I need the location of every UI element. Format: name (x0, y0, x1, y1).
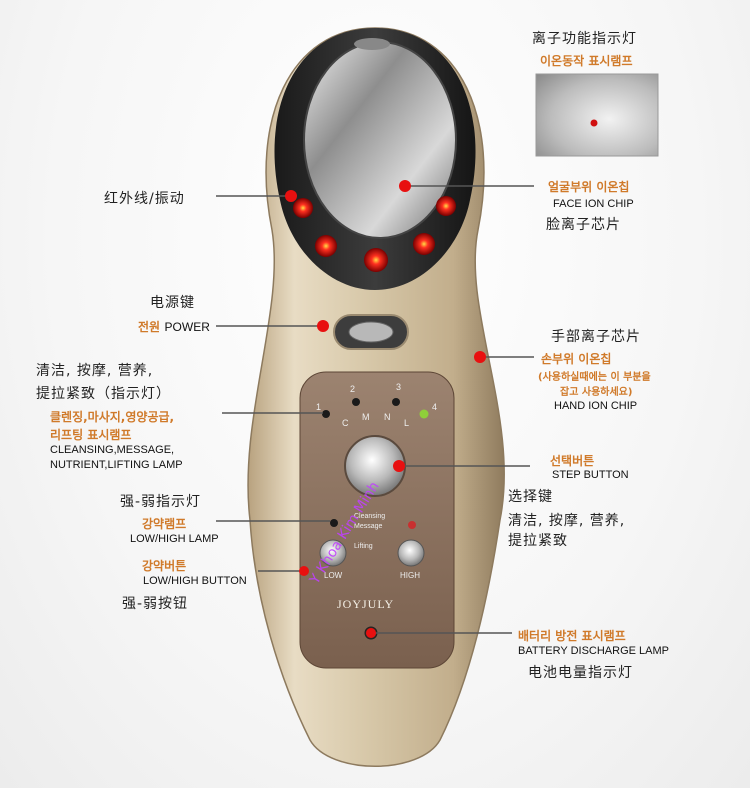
low-high-lamp-ko: 강약램프 (142, 517, 187, 531)
pointer-dots (285, 180, 486, 638)
pointer-dot (393, 460, 405, 472)
low-high-button-en: LOW/HIGH BUTTON (143, 575, 247, 587)
mode-lamp-zh-1: 清洁, 按摩, 营养, (36, 363, 154, 379)
pointer-dot (366, 628, 376, 638)
level-text-cleansing: Cleansing (354, 513, 385, 520)
mode-lamps: 1 2 3 4 C M N L (316, 382, 437, 428)
mode-lamp-en-2: NUTRIENT,LIFTING LAMP (50, 459, 183, 471)
high-button[interactable] (397, 539, 425, 567)
infrared-zh: 红外线/振动 (104, 191, 185, 207)
infrared-led (293, 198, 313, 218)
infrared-led (436, 196, 456, 216)
face-chip-en: FACE ION CHIP (553, 198, 634, 210)
step-button-zh-3: 提拉紧致 (508, 533, 568, 549)
ion-indicator-ko: 이온동작 표시램프 (540, 54, 633, 68)
mode-lamp-2 (352, 398, 360, 406)
pointer-dot (285, 190, 297, 202)
level-text-lifting: Lifting (354, 543, 373, 550)
high-lamp (408, 521, 416, 529)
ion-indicator-window (354, 38, 390, 50)
battery-en: BATTERY DISCHARGE LAMP (518, 645, 669, 657)
face-chip-ko: 얼굴부위 이온칩 (548, 180, 630, 194)
mode-letter-m: M (362, 412, 370, 422)
mode-number-3: 3 (396, 382, 401, 392)
mode-number-2: 2 (350, 384, 355, 394)
hand-chip-en: HAND ION CHIP (554, 400, 638, 412)
ion-indicator-inset (535, 73, 659, 157)
ion-indicator-lamp (590, 119, 598, 127)
face-chip-zh: 脸离子芯片 (546, 217, 621, 233)
step-button-zh-2: 清洁, 按摩, 营养, (508, 513, 626, 529)
step-button-ko: 선택버튼 (550, 454, 595, 468)
infrared-led (315, 235, 337, 257)
mode-lamp-en-1: CLEANSING,MESSAGE, (50, 444, 175, 456)
pointer-dot (474, 351, 486, 363)
mode-number-1: 1 (316, 402, 321, 412)
low-high-lamp-zh: 强-弱指示灯 (120, 494, 202, 510)
leader-lines (216, 185, 534, 634)
mode-lamp-ko-1: 클렌징,마사지,영양공급, (50, 410, 175, 424)
mode-letter-n: N (384, 412, 391, 422)
power-zh: 电源键 (150, 295, 195, 311)
level-lamps: Cleansing Message Lifting (330, 513, 416, 550)
power-ko: 전원 (138, 320, 161, 334)
mode-lamp-zh-2: 提拉紧致（指示灯） (36, 386, 171, 402)
infrared-led (364, 248, 388, 272)
low-high-lamp-en: LOW/HIGH LAMP (130, 533, 219, 545)
face-ion-chip (303, 41, 457, 239)
pointer-dot (317, 320, 329, 332)
mode-lamp-1 (322, 410, 330, 418)
mode-lamp-ko-2: 리프팅 표시램프 (50, 428, 132, 442)
low-lamp (330, 519, 338, 527)
brand-logo: JOYJULY (337, 597, 394, 611)
power-icon (348, 321, 394, 343)
hand-chip-note-2: 잡고 사용하세요) (560, 387, 633, 398)
battery-zh: 电池电量指示灯 (528, 665, 633, 681)
step-button-en: STEP BUTTON (552, 469, 629, 481)
control-panel (299, 371, 455, 669)
hand-chip-ko: 손부위 이온칩 (541, 352, 612, 366)
low-high-button-ko: 강약버튼 (142, 559, 187, 573)
infrared-led (413, 233, 435, 255)
hand-chip-note-1: (사용하실때에는 이 부분을 (538, 372, 651, 383)
power-label: 전원 POWER (138, 318, 210, 336)
pointer-dot (399, 180, 411, 192)
mode-lamp-3 (392, 398, 400, 406)
step-button-zh-1: 选择键 (508, 489, 553, 505)
hand-chip-zh: 手部离子芯片 (551, 329, 641, 345)
low-high-button-zh: 强-弱按钮 (122, 596, 189, 612)
level-text-message: Message (354, 523, 383, 530)
power-en: POWER (164, 320, 210, 334)
pointer-dot (299, 566, 309, 576)
battery-ko: 배터리 방전 표시램프 (518, 629, 626, 643)
mode-letter-c: C (342, 418, 349, 428)
high-button-label: HIGH (400, 571, 420, 580)
low-button[interactable] (319, 539, 347, 567)
mode-number-4: 4 (432, 402, 437, 412)
low-button-label: LOW (324, 571, 343, 580)
mode-letter-l: L (404, 418, 409, 428)
ion-indicator-zh: 离子功能指示灯 (532, 31, 637, 47)
infrared-leds (293, 196, 456, 272)
mode-lamp-4 (419, 409, 429, 419)
